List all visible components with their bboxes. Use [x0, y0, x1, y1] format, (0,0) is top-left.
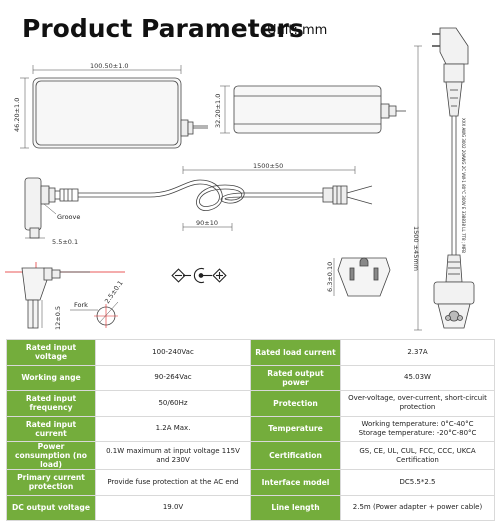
- dc-cable: [24, 166, 373, 239]
- dim-plug-tip: 5.5±0.1: [52, 238, 78, 246]
- spec-label: Line length: [250, 494, 341, 521]
- label-groove: Groove: [57, 213, 80, 221]
- dim-adapter-height: 32.20±1.0: [214, 94, 222, 128]
- dim-bend-length: 90±10: [196, 219, 218, 227]
- dim-plug-barrel: 12±0.5: [54, 306, 62, 330]
- ac-plug-front: [333, 257, 391, 297]
- spec-value: 45.03W: [340, 364, 495, 391]
- adapter-side-view: [220, 85, 406, 134]
- page-title: Product Parameters: [22, 14, 304, 43]
- spec-value: Over-voltage, over-current, short-circui…: [340, 390, 495, 417]
- spec-value: 2.37A: [340, 339, 495, 366]
- spec-value: Provide fuse protection at the AC end: [95, 469, 251, 496]
- spec-label: Certification: [250, 441, 341, 470]
- spec-value: 90-264Vac: [95, 364, 251, 391]
- ac-cable: [414, 27, 475, 331]
- spec-value: 2.5m (Power adapter + power cable): [340, 494, 495, 521]
- cable-print-text: XXX AWG 3002 20AWG 2C VW-1 80°C 300V E 3…: [461, 118, 466, 253]
- spec-label: Rated output power: [250, 364, 341, 391]
- spec-label: DC output voltage: [6, 494, 96, 521]
- plug-detail: [5, 262, 125, 329]
- spec-value: DC5.5*2.5: [340, 469, 495, 496]
- dim-ac-plug: 6.3±0.10: [326, 262, 334, 292]
- spec-label: Rated input frequency: [6, 390, 96, 417]
- adapter-top-view: [20, 65, 208, 149]
- spec-value: 1.2A Max.: [95, 415, 251, 442]
- spec-value: 50/60Hz: [95, 390, 251, 417]
- spec-value: 19.0V: [95, 494, 251, 521]
- spec-label: Interface model: [250, 469, 341, 496]
- dim-fork: 2.5±0.1: [103, 279, 125, 305]
- spec-row: Power consumption (no load)0.1W maximum …: [6, 441, 495, 470]
- spec-label: Temperature: [250, 415, 341, 442]
- unit-label: Unit: mm: [267, 23, 328, 38]
- spec-label: Rated load current: [250, 339, 341, 366]
- label-fork: Fork: [74, 301, 88, 309]
- technical-drawing: 100.50±1.0 46.20±1.0 32.20±1.0: [5, 27, 475, 331]
- spec-value: GS, CE, UL, CUL, FCC, CCC, UKCA Certific…: [340, 441, 495, 470]
- spec-label: Rated input voltage: [6, 339, 96, 366]
- spec-label: Protection: [250, 390, 341, 417]
- spec-label: Power consumption (no load): [6, 441, 96, 470]
- dim-adapter-length: 100.50±1.0: [90, 62, 129, 70]
- spec-value: 0.1W maximum at input voltage 115V and 2…: [95, 441, 251, 470]
- spec-value: 100-240Vac: [95, 339, 251, 366]
- dim-adapter-width: 46.20±1.0: [13, 98, 21, 132]
- dim-dc-cable-length: 1500±50: [253, 162, 283, 170]
- polarity-symbol: [171, 267, 227, 284]
- dim-ac-cable-length: 1500 ±45mm: [412, 226, 420, 271]
- spec-label: Primary current protection: [6, 469, 96, 496]
- spec-label: Rated input current: [6, 415, 96, 442]
- spec-label: Working ange: [6, 364, 96, 391]
